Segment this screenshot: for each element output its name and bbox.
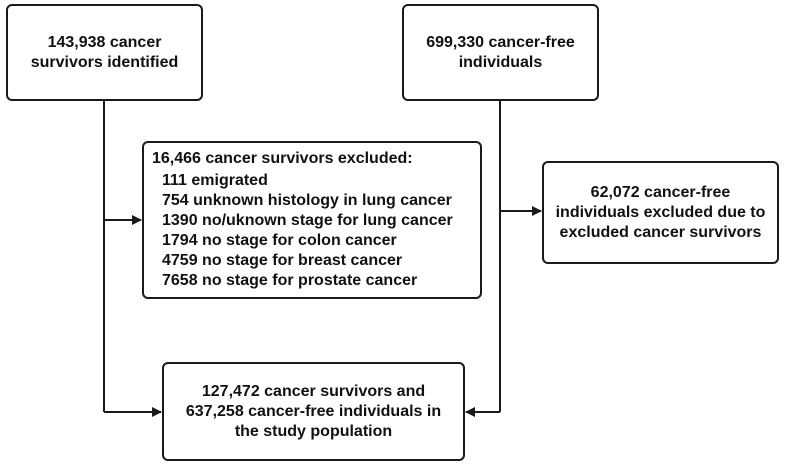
exclusion-title: 16,466 cancer survivors excluded: (152, 150, 413, 167)
excluded-cancer-survivors-box: 16,466 cancer survivors excluded: 111 em… (142, 141, 482, 299)
study-population-box: 127,472 cancer survivors and 637,258 can… (162, 362, 465, 461)
box-line: individuals (458, 53, 543, 71)
box-line: 143,938 cancer (47, 33, 162, 51)
box-line: excluded cancer survivors (559, 223, 762, 241)
exclusion-item: 1390 no/uknown stage for lung cancer (162, 212, 453, 229)
exclusion-item: 1794 no stage for colon cancer (162, 232, 397, 249)
box-line: 637,258 cancer-free individuals in (185, 402, 442, 420)
box-line: 127,472 cancer survivors and (201, 382, 426, 400)
box-line: survivors identified (30, 53, 179, 71)
exclusion-item: 4759 no stage for breast cancer (162, 252, 403, 269)
box-line: the study population (234, 422, 393, 440)
box-line: 699,330 cancer-free (426, 33, 575, 51)
excluded-cancer-free-box: 62,072 cancer-free individuals excluded … (542, 161, 779, 264)
cancer-survivors-identified-box: 143,938 cancer survivors identified (6, 4, 203, 101)
cancer-free-individuals-box: 699,330 cancer-free individuals (402, 4, 599, 101)
exclusion-item: 7658 no stage for prostate cancer (162, 272, 418, 289)
box-line: individuals excluded due to (555, 203, 766, 221)
exclusion-item: 754 unknown histology in lung cancer (162, 192, 452, 209)
box-line: 62,072 cancer-free (590, 183, 731, 201)
exclusion-item: 111 emigrated (162, 172, 268, 189)
